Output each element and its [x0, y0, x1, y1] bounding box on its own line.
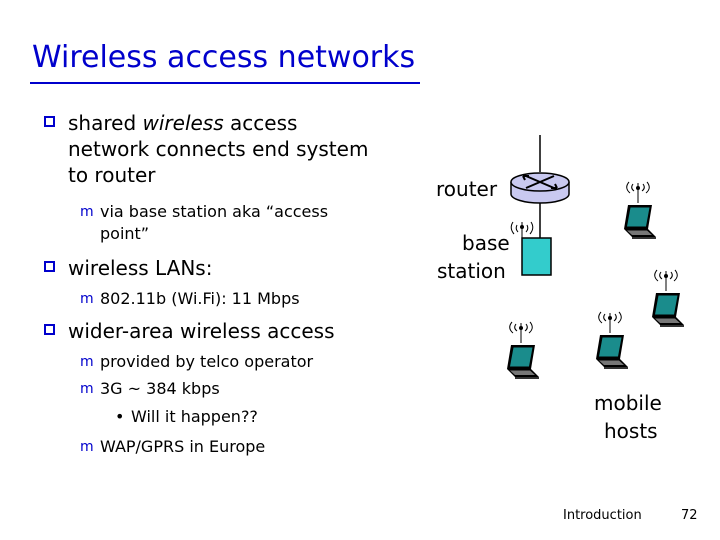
router-label: router: [436, 177, 498, 201]
bullet-text: WAP/GPRS in Europe: [100, 437, 266, 456]
bullet-square-icon: [44, 324, 55, 335]
sub-bullet-marker-icon: m: [80, 204, 94, 220]
sub-bullet-marker-icon: m: [80, 381, 94, 397]
bullet-square-icon: [44, 116, 55, 127]
sub-bullet-marker-icon: m: [80, 354, 94, 370]
bullet-text: 802.11b (Wi.Fi): 11 Mbps: [100, 289, 300, 308]
sub-bullet-80211b: m 802.11b (Wi.Fi): 11 Mbps: [80, 288, 300, 310]
bullet-shared-wireless: shared wireless access network connects …: [44, 110, 408, 188]
base-station-icon: [510, 221, 552, 276]
laptop-icon: [651, 269, 685, 328]
bullet-wireless-lans: wireless LANs:: [44, 255, 213, 281]
bullet-text: provided by telco operator: [100, 352, 314, 371]
router-icon: [510, 172, 570, 204]
sub-bullet-3g: m 3G ~ 384 kbps: [80, 378, 220, 400]
laptop-icon: [623, 181, 657, 240]
title-underline: [30, 82, 420, 84]
mobile-hosts-label-line2: hosts: [604, 419, 658, 443]
page-number: 72: [681, 508, 698, 523]
slide-title: Wireless access networks: [32, 40, 416, 75]
sub-bullet-wap-gprs: m WAP/GPRS in Europe: [80, 436, 266, 458]
bullet-text: point”: [100, 224, 150, 243]
laptop-icon: [506, 321, 540, 380]
bullet-text: shared: [68, 111, 143, 135]
sub-bullet-marker-icon: m: [80, 291, 94, 307]
bullet-square-icon: [44, 261, 55, 272]
mobile-hosts-label-line1: mobile: [594, 391, 662, 415]
bullet-text: wider-area wireless access: [68, 319, 335, 343]
bullet-text: Will it happen??: [131, 407, 258, 426]
bullet-text: wireless LANs:: [68, 256, 213, 280]
sub-bullet-base-station: m via base station aka “access point”: [80, 201, 390, 245]
bullet-text: access: [223, 111, 298, 135]
footer-section: Introduction: [563, 508, 642, 523]
laptop-icon: [595, 311, 629, 370]
bullet-emphasis: wireless: [142, 111, 224, 135]
base-station-label-line2: station: [437, 259, 506, 283]
bullet-wider-area: wider-area wireless access: [44, 318, 335, 344]
sub-sub-bullet-will-it-happen: • Will it happen??: [115, 406, 258, 428]
dot-bullet-icon: •: [115, 407, 125, 426]
bullet-text: to router: [68, 163, 156, 187]
bullet-text: via base station aka “access: [100, 202, 329, 221]
bullet-text: 3G ~ 384 kbps: [100, 379, 220, 398]
base-station-label-line1: base: [462, 231, 510, 255]
sub-bullet-marker-icon: m: [80, 439, 94, 455]
sub-bullet-telco: m provided by telco operator: [80, 351, 314, 373]
bullet-text: network connects end system: [68, 137, 369, 161]
